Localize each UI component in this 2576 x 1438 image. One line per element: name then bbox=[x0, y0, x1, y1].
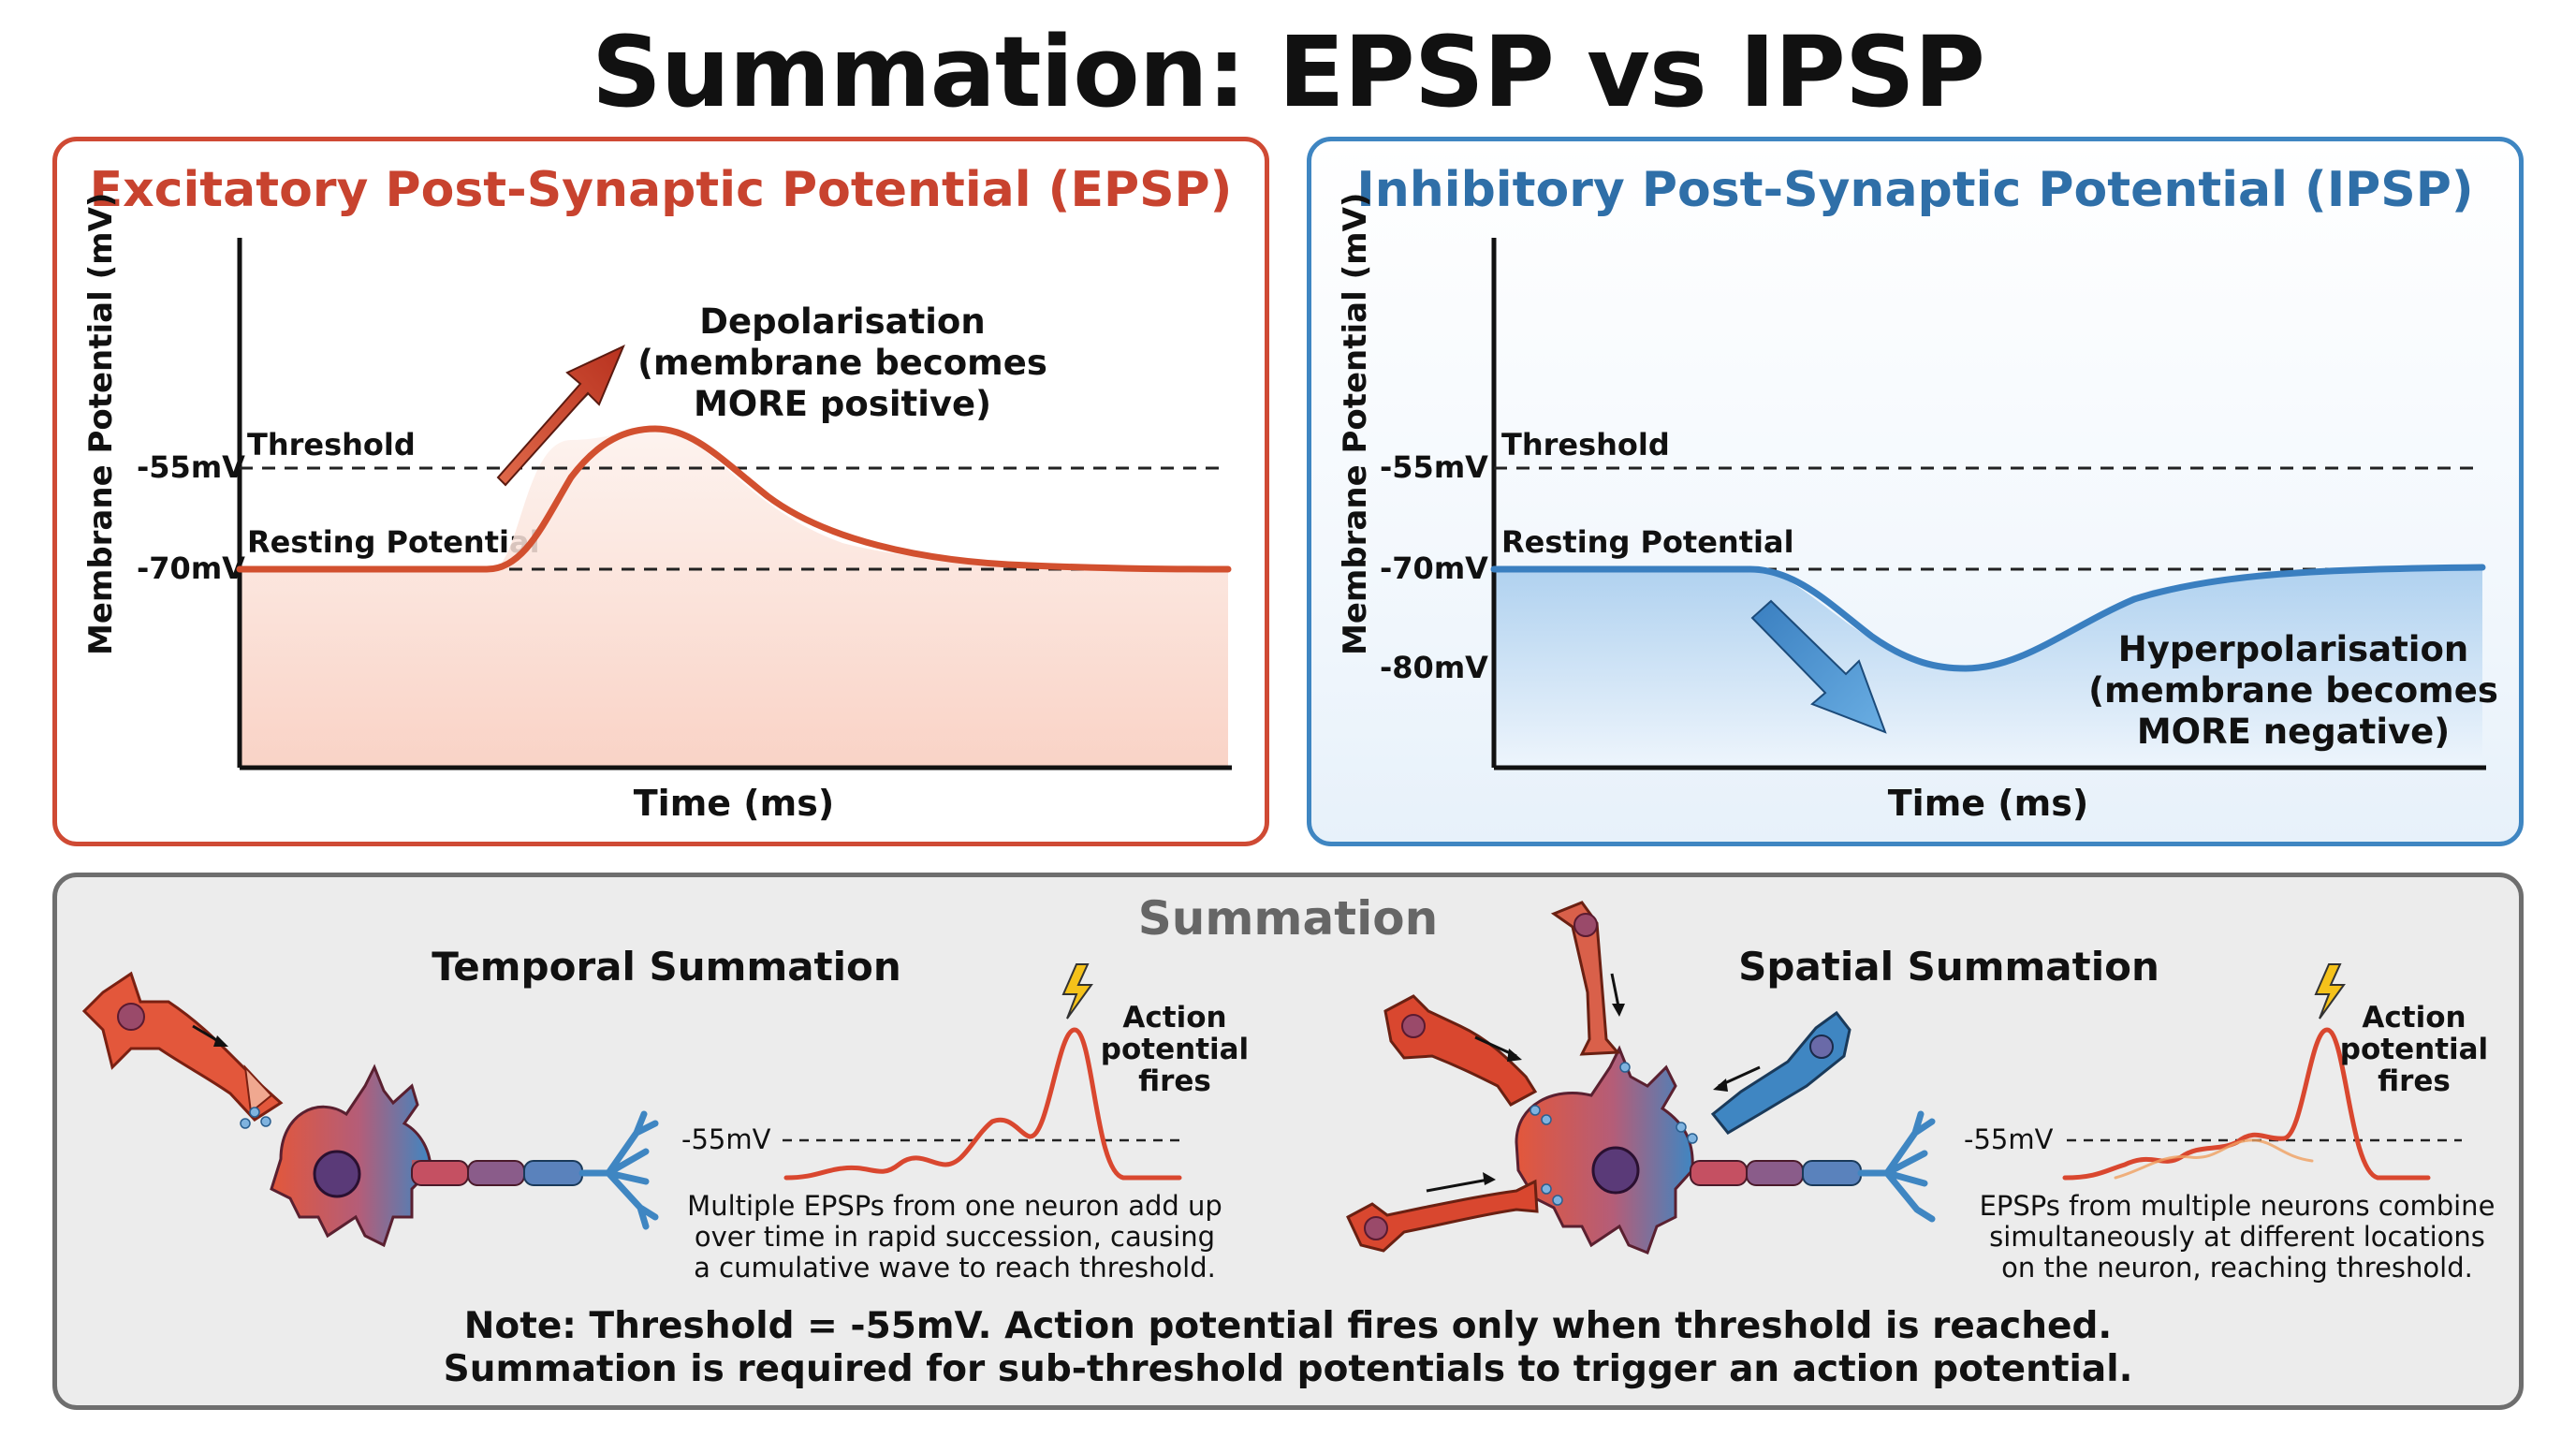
ipsp-tick-80: -80mV bbox=[1380, 650, 1488, 685]
epsp-resting-label: Resting Potential bbox=[247, 524, 540, 560]
temporal-threshold-tick: -55mV bbox=[681, 1123, 771, 1155]
spatial-description: EPSPs from multiple neurons combine simu… bbox=[1979, 1190, 2496, 1284]
ipsp-hyperpolarisation-arrow bbox=[1750, 599, 1887, 734]
spatial-presynaptic-neuron-top bbox=[1550, 901, 1625, 1056]
ipsp-y-axis-label: Membrane Potential (mV) bbox=[1337, 192, 1374, 655]
spatial-presynaptic-neuron-upper-left bbox=[1383, 994, 1538, 1107]
main-title: Summation: EPSP vs IPSP bbox=[591, 15, 1985, 129]
spatial-presynaptic-neuron-right bbox=[1710, 1010, 1852, 1135]
epsp-annotation: Depolarisation (membrane becomes MORE po… bbox=[637, 301, 1047, 424]
spatial-threshold-tick: -55mV bbox=[1964, 1123, 2054, 1155]
summation-note: Note: Threshold = -55mV. Action potentia… bbox=[443, 1305, 2133, 1390]
temporal-presynaptic-neuron bbox=[81, 971, 284, 1122]
epsp-tick-70: -70mV bbox=[137, 550, 245, 586]
ipsp-annotation: Hyperpolarisation (membrane becomes MORE… bbox=[2088, 629, 2498, 752]
spatial-fires-label: Action potential fires bbox=[2339, 1001, 2489, 1098]
epsp-threshold-label: Threshold bbox=[247, 427, 416, 462]
spatial-neurotransmitter-dots bbox=[1530, 1062, 1698, 1206]
summation-title: Summation bbox=[1137, 891, 1439, 946]
ipsp-resting-label: Resting Potential bbox=[1501, 524, 1794, 560]
spatial-summation-title: Spatial Summation bbox=[1738, 944, 2159, 990]
temporal-lightning-icon bbox=[1061, 963, 1093, 1020]
temporal-summation-title: Temporal Summation bbox=[432, 944, 901, 990]
temporal-postsynaptic-neuron bbox=[270, 1064, 659, 1248]
spatial-lightning-icon bbox=[2314, 963, 2346, 1020]
ipsp-threshold-label: Threshold bbox=[1501, 427, 1670, 462]
spatial-presynaptic-neuron-lower-left bbox=[1346, 1172, 1539, 1253]
temporal-description: Multiple EPSPs from one neuron add up ov… bbox=[687, 1190, 1222, 1284]
ipsp-curve bbox=[1490, 564, 2486, 672]
epsp-depolarisation-arrow bbox=[496, 344, 625, 487]
spatial-summation-curve-secondary bbox=[2114, 1138, 2314, 1180]
epsp-tick-55: -55mV bbox=[137, 449, 245, 485]
ipsp-tick-55: -55mV bbox=[1380, 449, 1488, 485]
temporal-fires-label: Action potential fires bbox=[1100, 1001, 1250, 1098]
spatial-summation-curve bbox=[2062, 1027, 2431, 1181]
temporal-neurotransmitter-dots bbox=[240, 1107, 271, 1129]
ipsp-tick-70: -70mV bbox=[1380, 550, 1488, 586]
epsp-fill bbox=[240, 431, 1228, 768]
temporal-summation-curve bbox=[783, 1027, 1182, 1181]
epsp-curve bbox=[236, 425, 1232, 573]
epsp-x-axis-label: Time (ms) bbox=[633, 783, 835, 824]
ipsp-x-axis-label: Time (ms) bbox=[1887, 783, 2089, 824]
spatial-postsynaptic-neuron bbox=[1515, 1045, 1936, 1255]
